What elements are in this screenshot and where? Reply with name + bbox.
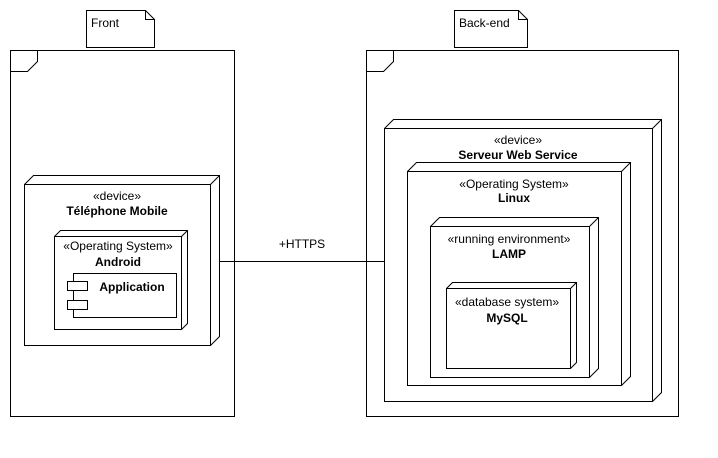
component-icon (67, 300, 88, 310)
linux-stereotype: «Operating System» (459, 177, 569, 191)
front-package-label: Front (91, 16, 120, 30)
connection-label: +HTTPS (279, 237, 325, 251)
backend-package-label: Back-end (459, 16, 510, 30)
mysql-node (446, 282, 577, 369)
telephone-name: Téléphone Mobile (66, 204, 168, 218)
backend-package-tab (454, 10, 528, 48)
backend-package-tab-fold (518, 10, 528, 20)
mysql-stereotype: «database system» (455, 295, 559, 309)
application-name: Application (99, 280, 164, 294)
lamp-name: LAMP (492, 247, 526, 261)
serveur-stereotype: «device» (494, 133, 542, 147)
telephone-stereotype: «device» (93, 189, 141, 203)
android-stereotype: «Operating System» (63, 239, 173, 253)
front-package-tab (86, 10, 155, 48)
mysql-name: MySQL (486, 311, 527, 325)
application-component (67, 273, 177, 318)
lamp-stereotype: «running environment» (448, 232, 571, 246)
android-name: Android (95, 255, 141, 269)
front-package-corner (10, 50, 38, 72)
serveur-name: Serveur Web Service (458, 148, 578, 162)
linux-name: Linux (498, 191, 530, 205)
front-package-tab-fold (145, 10, 155, 20)
backend-package-corner (366, 50, 394, 72)
component-icon (67, 281, 88, 291)
